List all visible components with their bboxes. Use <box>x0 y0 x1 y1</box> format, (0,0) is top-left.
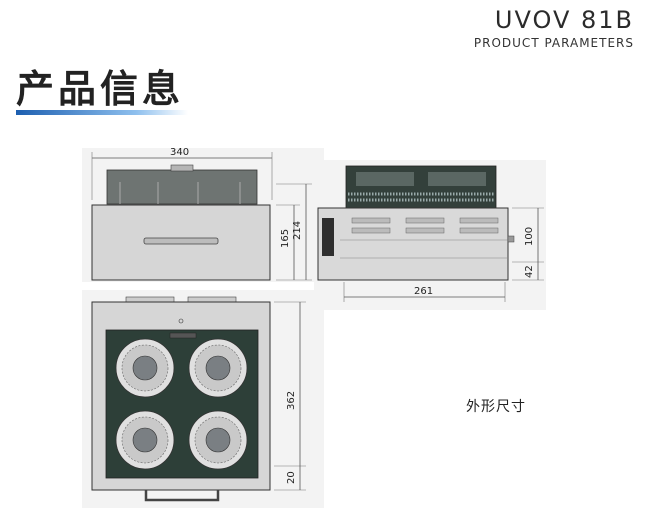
model-name: UVOV 81B <box>494 6 634 34</box>
dim-height-214-label: 214 <box>292 221 303 240</box>
caption-dimensions: 外形尺寸 <box>466 399 526 415</box>
front-view: 340 165 214 <box>91 147 312 281</box>
dim-height-165-label: 165 <box>280 229 291 248</box>
dim-height-42-label: 42 <box>524 265 535 278</box>
dim-height-362-label: 362 <box>286 391 297 410</box>
top-view: 362 20 <box>91 296 306 502</box>
fan-bottom-left <box>115 410 175 470</box>
fan-bottom-right <box>188 410 248 470</box>
side-view: 100 42 261 <box>317 165 544 302</box>
dim-height-100-label: 100 <box>524 227 535 246</box>
page-title: 产品信息 <box>16 67 185 111</box>
fan-top-left <box>115 338 175 398</box>
dim-depth-label: 261 <box>414 286 433 297</box>
section-subtitle: PRODUCT PARAMETERS <box>473 36 634 50</box>
dim-width-label: 340 <box>170 147 189 158</box>
title-underline <box>16 110 188 115</box>
top-handle <box>144 490 220 502</box>
dim-offset-20-label: 20 <box>286 471 297 484</box>
front-top-unit <box>106 169 258 205</box>
fan-top-right <box>188 338 248 398</box>
front-handle <box>143 237 219 245</box>
side-connector <box>322 218 334 256</box>
